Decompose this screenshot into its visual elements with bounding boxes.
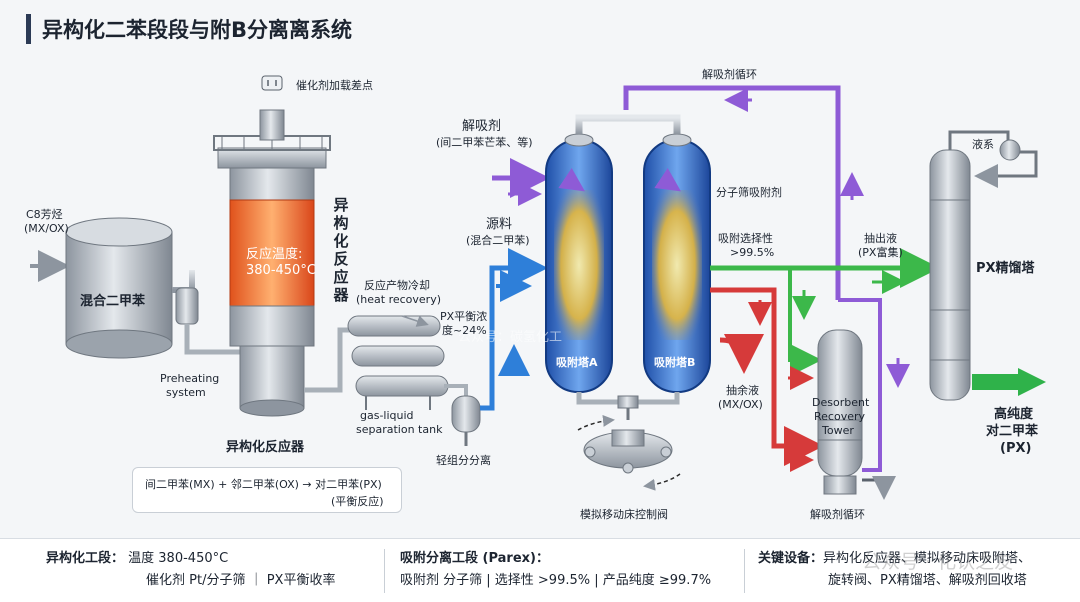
heat-exchanger	[347, 315, 449, 410]
summary-divider-1	[384, 549, 385, 593]
adsorber-tower-a	[545, 133, 613, 393]
product-label-2: 对二甲苯	[986, 424, 1039, 439]
product-label-1: 高纯度	[994, 407, 1034, 422]
reactor-caption: 异构化反应器	[226, 440, 305, 455]
selectivity-label-1: 吸附选择性	[718, 232, 773, 245]
cooling-arrow	[401, 315, 429, 327]
product-label-3: (PX)	[1000, 441, 1032, 456]
equip-summary-line2: 旋转阀、PX精馏塔、解吸剂回收塔	[828, 573, 1027, 588]
c8-label-1: C8芳烃	[26, 208, 63, 221]
raffinate-label-1: 抽余液	[726, 384, 759, 397]
desorbent-label-1: 解吸剂	[462, 119, 502, 134]
raffinate-label-2: (MX/OX)	[718, 398, 763, 411]
preheat-label-2: system	[166, 386, 206, 399]
title-accent	[26, 14, 31, 44]
mix-tank-label: 混合二甲苯	[80, 294, 146, 309]
pipe-tank-preheat	[172, 270, 195, 293]
px-equil-label-1: PX平衡浓	[440, 310, 488, 323]
desorbent-label-2: (间二甲苯芒苯、等)	[436, 136, 533, 149]
parex-summary-line2: 吸附剂 分子筛 | 选择性 >99.5% | 产品纯度 ≥99.7%	[400, 573, 712, 588]
recovery-label-2: Recovery	[814, 410, 866, 423]
pipe-preheat-reactor	[184, 324, 240, 355]
parex-summary-head: 吸附分离工段 (Parex)：	[400, 549, 549, 569]
c8-label-2: (MX/OX)	[24, 222, 69, 235]
equation-note: (平衡反应)	[331, 495, 384, 508]
parex-summary-title: 吸附分离工段 (Parex)：	[400, 551, 549, 566]
desorbent-recycle-return	[838, 298, 882, 472]
desorbent-cycle-top-label: 解吸剂循环	[702, 68, 757, 81]
light-sep-label: 轻组分分离	[436, 454, 491, 467]
px-equil-label-2: 度~24%	[442, 324, 487, 337]
center-watermark: 公众号：碳氢化工	[458, 330, 563, 345]
iso-summary-head: 异构化工段：	[46, 551, 125, 566]
equation-line: 间二甲苯(MX) + 邻二甲苯(OX) → 对二甲苯(PX)	[145, 478, 382, 491]
iso-summary-line1: 异构化工段： 温度 380-450°C	[46, 549, 228, 569]
equip-summary-list-1: 异构化反应器、模拟移动床吸附塔、	[823, 551, 1032, 566]
catalyst-point-icon	[261, 75, 283, 91]
recovery-label-1: Desorbent	[812, 396, 870, 409]
desorbent-cycle-bottom-label: 解吸剂循环	[810, 508, 865, 521]
adsorber-tower-b	[643, 133, 711, 393]
smb-valve-label: 模拟移动床控制阀	[580, 508, 668, 521]
cooling-label-1: 反应产物冷却	[364, 279, 430, 292]
tower-b-flow-arrow	[654, 168, 681, 192]
catalyst-point-label: 催化剂加载差点	[296, 79, 373, 92]
iso-summary-line2: 催化剂 Pt/分子筛 ｜ PX平衡收率	[146, 573, 336, 588]
reflux-label: 液系	[972, 138, 994, 151]
page-title: 异构化二苯段段与附B分离离系统	[42, 18, 353, 42]
extract-to-recovery	[788, 268, 822, 376]
pipe-cooler-separator	[444, 384, 468, 396]
isomerization-reactor	[213, 109, 331, 417]
extract-label-1: 抽出液	[864, 232, 897, 245]
reflux-drum	[948, 130, 1038, 188]
smb-control-valve	[577, 395, 681, 491]
px-product-arrow-head	[1018, 368, 1046, 396]
sieve-label: 分子筛吸附剂	[716, 186, 782, 199]
reaction-equation-box: 间二甲苯(MX) + 邻二甲苯(OX) → 对二甲苯(PX) (平衡反应)	[132, 467, 402, 513]
equip-summary-line1: 关键设备：异构化反应器、模拟移动床吸附塔、	[758, 549, 1031, 569]
tower-b-label: 吸附塔B	[654, 356, 696, 369]
tower-connector-top	[575, 114, 681, 134]
reactor-temp-2: 380-450°C	[246, 263, 316, 278]
feed-line	[480, 248, 548, 411]
equip-summary-head: 关键设备：	[758, 551, 824, 566]
px-distillation-column	[929, 149, 971, 401]
pipe-reactor-cooler	[304, 327, 352, 393]
feed-label-1: 源料	[486, 217, 513, 232]
desorbent-recovery-tower	[817, 329, 863, 495]
bottom-watermark: 公众号 · 化认之友	[862, 551, 1014, 573]
reactor-vertical-label: 异构化反应器	[333, 196, 349, 304]
feed-label-2: (混合二甲苯)	[466, 234, 530, 247]
tower-a-label: 吸附塔A	[556, 356, 598, 369]
reactor-temp-1: 反应温度:	[246, 247, 303, 262]
tower-a-flow-arrow	[558, 168, 585, 192]
iso-summary-temp: 温度 380-450°C	[128, 551, 229, 566]
mix-tank	[65, 217, 173, 359]
cooling-label-2: (heat recovery)	[356, 293, 442, 306]
gl-label-1: gas-liquid	[360, 409, 414, 422]
summary-divider-2	[744, 549, 745, 593]
summary-bar: 异构化工段： 温度 380-450°C 催化剂 Pt/分子筛 ｜ PX平衡收率 …	[0, 538, 1080, 602]
gl-label-2: separation tank	[356, 423, 443, 436]
recovery-label-3: Tower	[822, 424, 854, 437]
selectivity-label-2: >99.5%	[730, 246, 775, 259]
recovery-bottom-outlet	[862, 476, 896, 500]
preheater	[175, 287, 199, 325]
raffinate-line	[710, 287, 824, 466]
raffinate-arrow	[719, 333, 764, 374]
gas-liquid-separator	[451, 395, 481, 446]
preheat-label-1: Preheating	[160, 372, 220, 385]
px-column-label: PX精馏塔	[976, 261, 1035, 276]
extract-label-2: (PX富集)	[858, 246, 903, 259]
